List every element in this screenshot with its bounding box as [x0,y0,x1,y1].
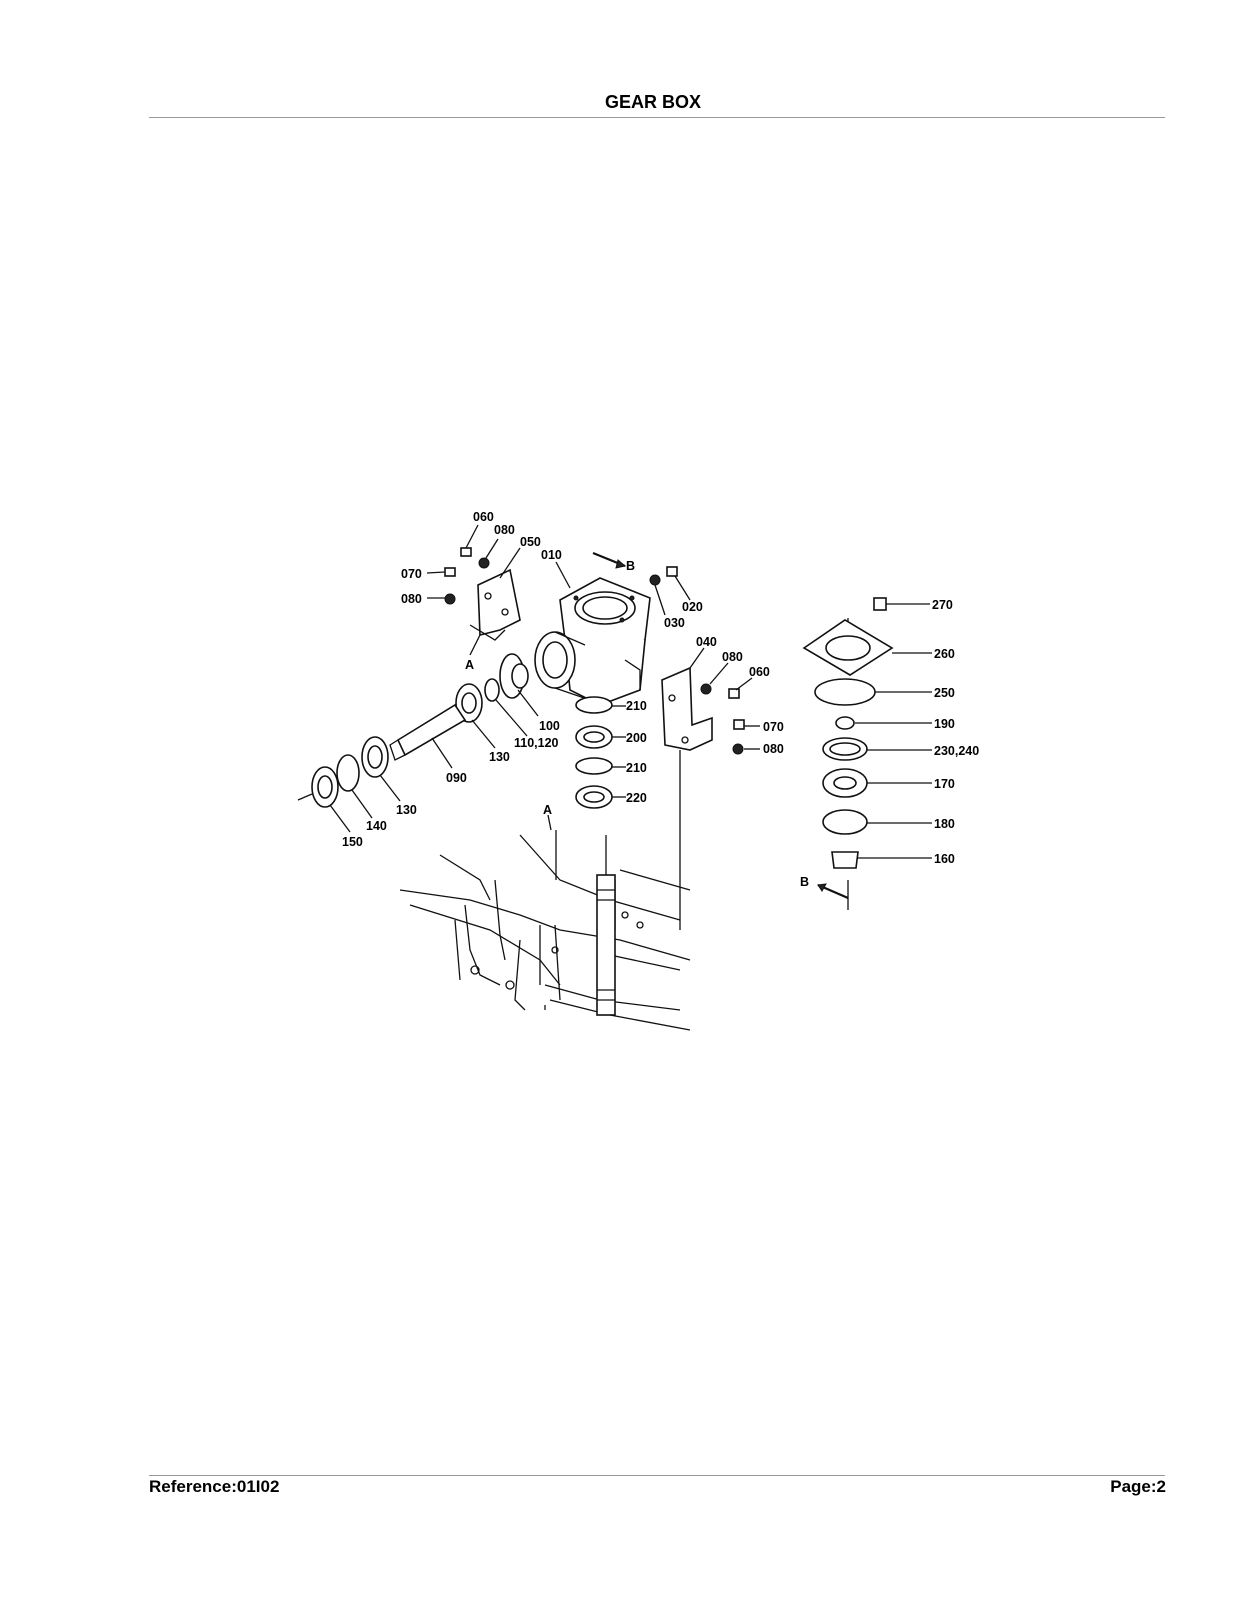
callout-070-right: 070 [763,720,784,734]
output-shaft [596,835,616,1016]
callout-220: 220 [626,791,647,805]
callout-170: 170 [934,777,955,791]
section-arrows [469,551,849,900]
vertical-bearing-stack [575,696,613,809]
callout-260: 260 [934,647,955,661]
callout-080-right-bottom: 080 [763,742,784,756]
gearbox-housing [534,577,651,706]
callout-100: 100 [539,719,560,733]
callout-080-right-top: 080 [722,650,743,664]
callout-060-right: 060 [749,665,770,679]
callout-050: 050 [520,535,541,549]
section-markers: B A A B [465,559,809,889]
callout-010: 010 [541,548,562,562]
section-marker-b-right: B [800,875,809,889]
mower-deck-frame [399,834,691,1031]
callout-030: 030 [664,616,685,630]
callout-110-120: 110,120 [514,736,559,750]
section-marker-a-left: A [465,658,474,672]
detail-b-stack [802,597,894,869]
callout-080-left: 080 [401,592,422,606]
callout-130-mid: 130 [489,750,510,764]
footer-reference: Reference:01I02 [149,1477,280,1496]
callout-060-top: 060 [473,510,494,524]
header-divider [149,117,1165,118]
callout-040: 040 [696,635,717,649]
callout-250: 250 [934,686,955,700]
callout-270: 270 [932,598,953,612]
callout-130-low: 130 [396,803,417,817]
callout-180: 180 [934,817,955,831]
callout-140: 140 [366,819,387,833]
footer-page-number: Page:2 [1110,1477,1166,1496]
callout-090: 090 [446,771,467,785]
input-shaft-assembly [297,653,529,808]
callout-200: 200 [626,731,647,745]
section-marker-a-bottom: A [543,803,552,817]
callout-190: 190 [934,717,955,731]
callout-080-top: 080 [494,523,515,537]
right-bracket [661,666,713,751]
footer-divider [149,1475,1165,1476]
callout-leaders [329,524,932,859]
callout-210-bottom: 210 [626,761,647,775]
callout-230-240: 230,240 [934,744,979,758]
section-marker-b-top: B [626,559,635,573]
callout-210-top: 210 [626,699,647,713]
callout-160: 160 [934,852,955,866]
callout-070-left: 070 [401,567,422,581]
callout-labels: 060 080 050 010 070 080 020 030 040 080 … [342,510,979,866]
left-bracket [469,568,521,641]
upper-right-fasteners [649,566,678,586]
callout-020: 020 [682,600,703,614]
right-fasteners [700,683,745,755]
callout-150: 150 [342,835,363,849]
page-title: GEAR BOX [604,92,701,112]
